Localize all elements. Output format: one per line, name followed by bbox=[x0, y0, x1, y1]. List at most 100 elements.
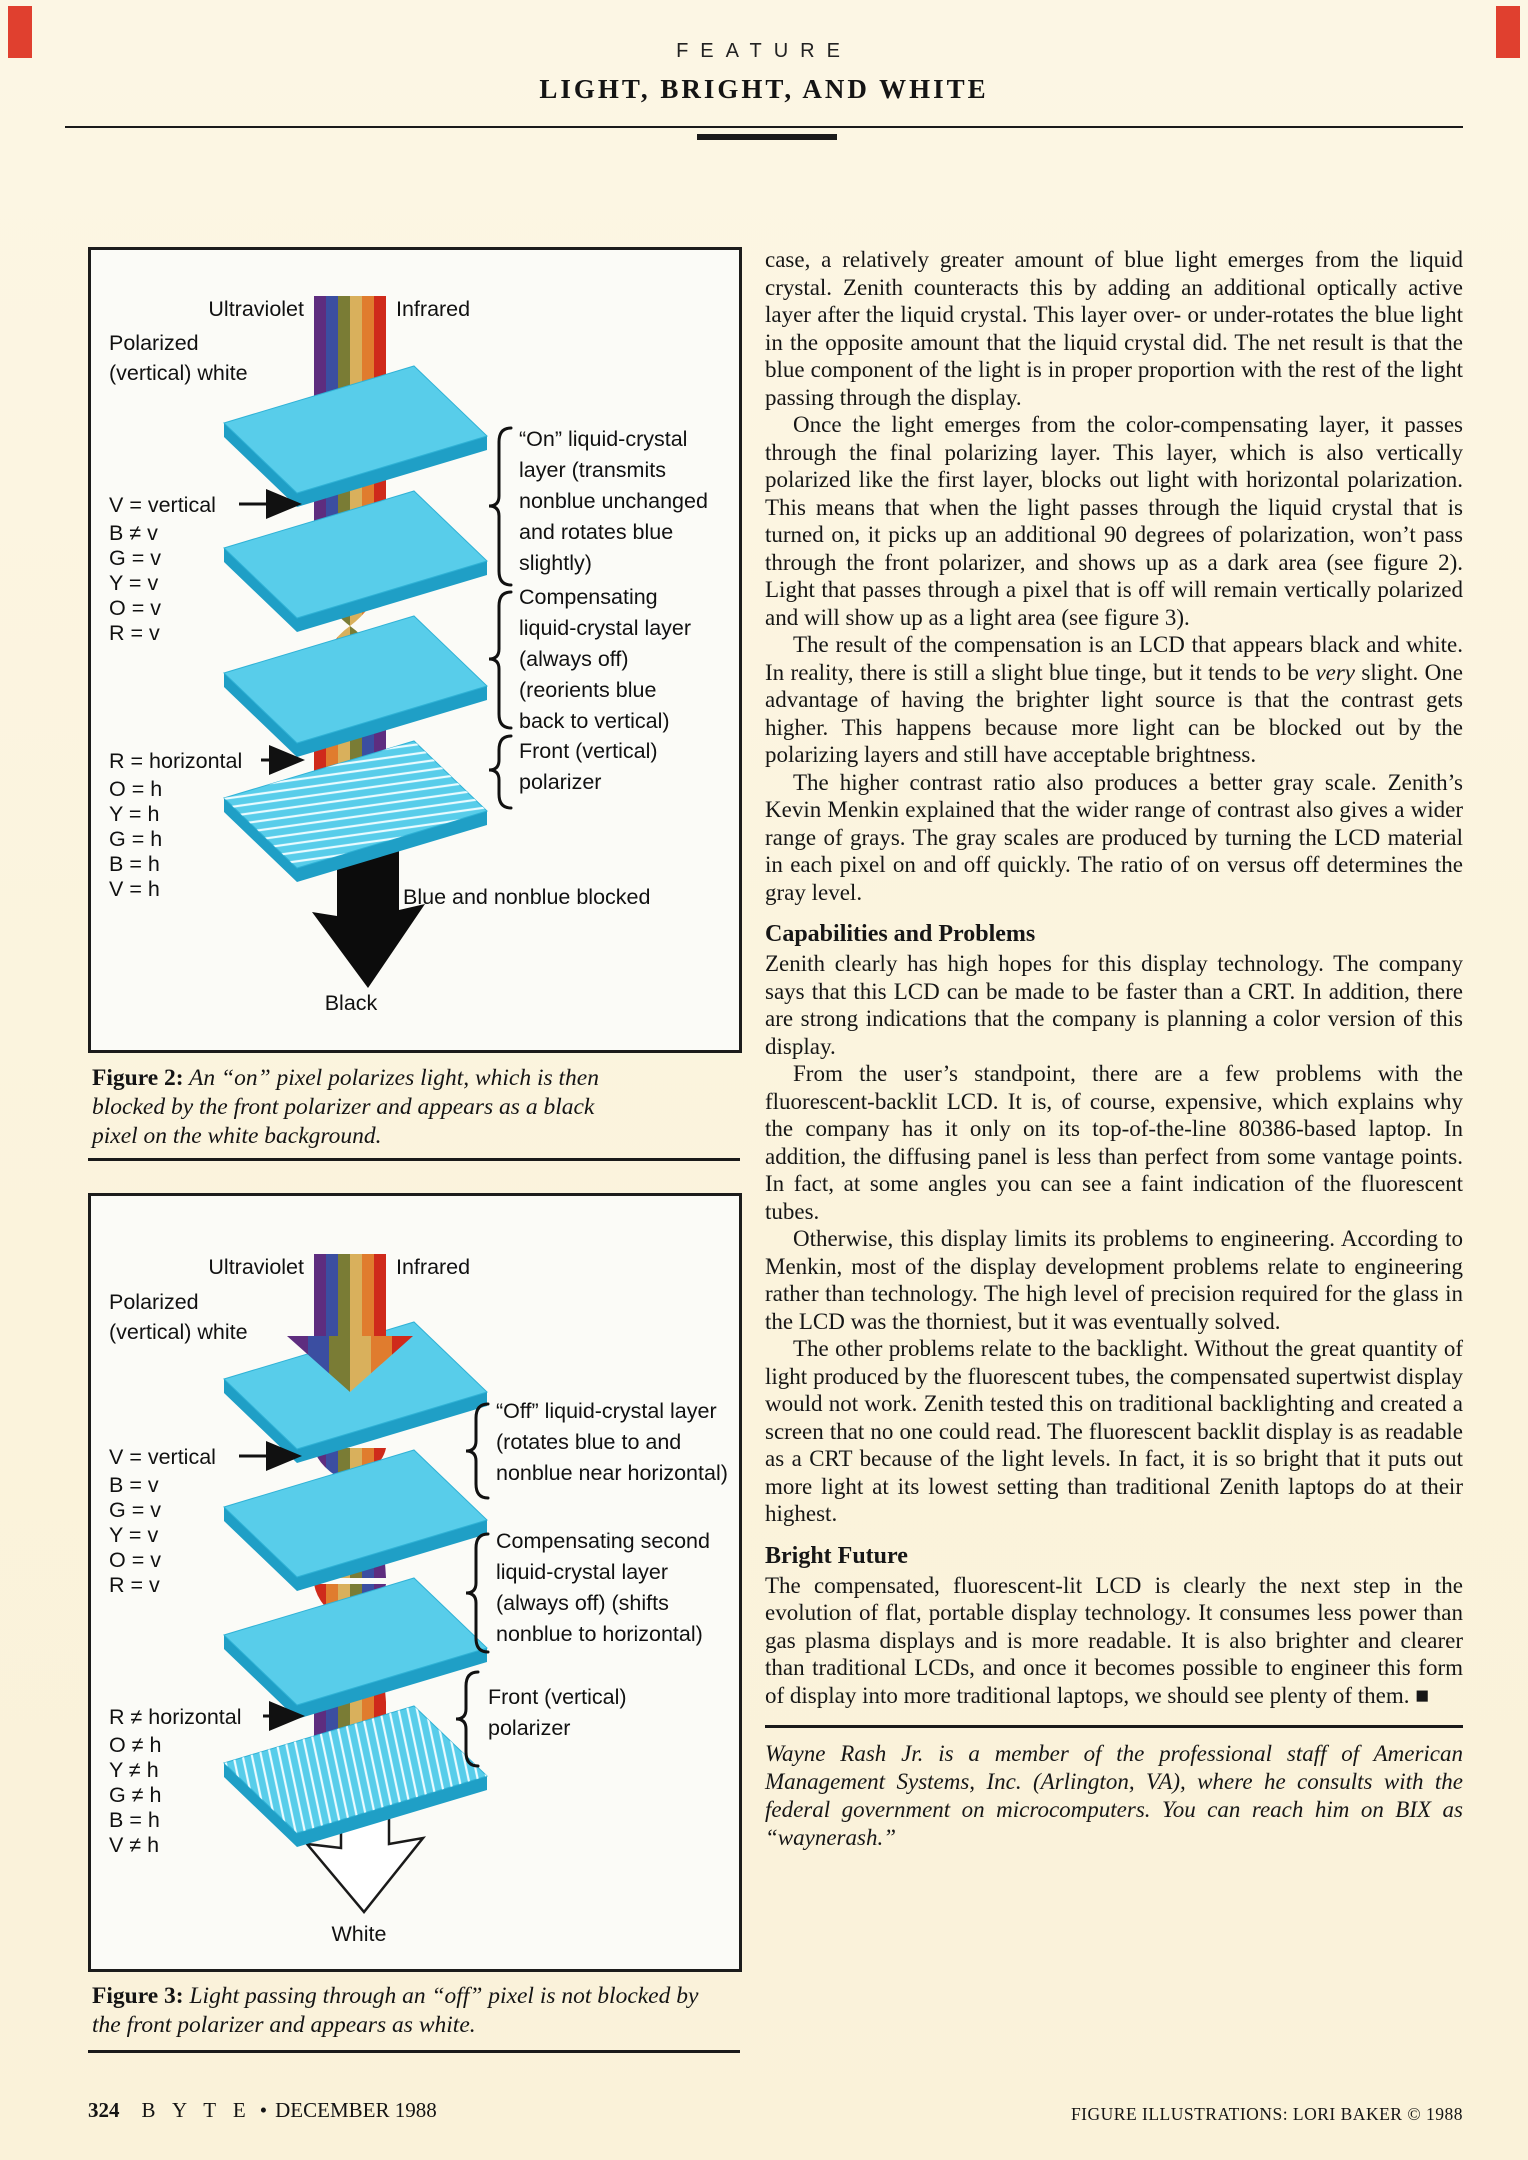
comp-layer-line-2: liquid-crystal layer bbox=[496, 1560, 668, 1584]
label-white-result: White bbox=[332, 1922, 387, 1946]
comp-layer-line-4: nonblue to horizontal) bbox=[496, 1622, 703, 1646]
figure-2-panel: Ultraviolet Infrared Polarized (vertical… bbox=[88, 247, 742, 1053]
label-infrared: Infrared bbox=[396, 1255, 470, 1279]
label-g: G = v bbox=[109, 546, 161, 570]
paragraph: The compensated, fluorescent-lit LCD is … bbox=[765, 1572, 1463, 1708]
label-polarized-2: (vertical) white bbox=[109, 1320, 248, 1344]
paragraph: Once the light emerges from the color-co… bbox=[765, 412, 1463, 630]
figure-3-caption-text: Light passing through an “off” pixel is … bbox=[92, 1983, 699, 2038]
paragraph-text: The result of the compensation is an LCD… bbox=[765, 632, 1463, 685]
off-layer-line-1: “Off” liquid-crystal layer bbox=[496, 1399, 717, 1423]
comp-layer-line-3: (always off) (shifts bbox=[496, 1591, 669, 1615]
label-b: B ≠ v bbox=[109, 521, 158, 545]
brace-front-polarizer bbox=[455, 1670, 480, 1768]
front-polarizer-texture bbox=[224, 1706, 487, 1833]
label-b-h: B = h bbox=[109, 1808, 160, 1832]
comp-layer-line-1: Compensating second bbox=[496, 1529, 710, 1553]
header-rule bbox=[65, 126, 1463, 128]
label-ultraviolet: Ultraviolet bbox=[208, 1255, 304, 1279]
rear-polarizer-side bbox=[224, 1379, 487, 1463]
page-title: LIGHT, BRIGHT, AND WHITE bbox=[539, 74, 989, 104]
brace-front-polarizer bbox=[488, 734, 513, 810]
paragraph: Zenith clearly has high hopes for this d… bbox=[765, 951, 1463, 1059]
on-layer-line-2: layer (transmits bbox=[519, 458, 666, 482]
figure-2-caption-label: Figure 2: bbox=[92, 1065, 184, 1091]
label-v-h: V = h bbox=[109, 877, 160, 901]
comp-layer-line-3: (always off) bbox=[519, 647, 629, 671]
paragraph: The higher contrast ratio also produces … bbox=[765, 769, 1463, 905]
figure-2-divider bbox=[88, 1158, 740, 1161]
article-column: case, a relatively greater amount of blu… bbox=[765, 246, 1463, 1852]
label-r-horizontal: R ≠ horizontal bbox=[109, 1705, 242, 1729]
compensating-layer-side bbox=[224, 1635, 487, 1719]
on-layer-line-5: slightly) bbox=[519, 551, 592, 575]
figure-2-caption: Figure 2: An “on” pixel polarizes light,… bbox=[92, 1064, 612, 1151]
label-polarized-2: (vertical) white bbox=[109, 361, 248, 385]
label-y: Y = v bbox=[109, 571, 158, 595]
on-layer-line-1: “On” liquid-crystal bbox=[519, 427, 687, 451]
lcd-layer-plate bbox=[223, 490, 488, 619]
brace-on-layer bbox=[488, 426, 513, 587]
comp-layer-line-4: (reorients blue bbox=[519, 678, 656, 702]
figure-3-illustration: Ultraviolet Infrared Polarized (vertical… bbox=[109, 1254, 728, 1946]
label-ultraviolet: Ultraviolet bbox=[208, 297, 304, 321]
figure-2-caption-text: An “on” pixel polarizes light, which is … bbox=[92, 1065, 599, 1149]
label-v-vertical: V = vertical bbox=[109, 1445, 216, 1469]
magazine-name: B Y T E bbox=[141, 2098, 252, 2122]
figure-3-caption: Figure 3: Light passing through an “off”… bbox=[92, 1982, 704, 2040]
figure-3-caption-label: Figure 3: bbox=[92, 1983, 184, 2009]
section-kicker: FEATURE bbox=[676, 40, 852, 62]
front-polarizer-side bbox=[224, 798, 487, 882]
front-polarizer-texture bbox=[224, 741, 487, 868]
section-heading-bright-future: Bright Future bbox=[765, 1542, 908, 1569]
incoming-rainbow-arrow bbox=[287, 1254, 413, 1392]
black-blocked-arrow bbox=[312, 834, 425, 988]
label-r: R = v bbox=[109, 1573, 160, 1597]
label-y-h: Y ≠ h bbox=[109, 1758, 159, 1782]
bio-divider bbox=[765, 1725, 1463, 1728]
author-bio: Wayne Rash Jr. is a member of the profes… bbox=[765, 1741, 1463, 1850]
label-r-horizontal: R = horizontal bbox=[109, 749, 242, 773]
brace-compensating-layer bbox=[488, 590, 513, 730]
brace-compensating-layer bbox=[465, 1532, 490, 1654]
figure-3-labels: Ultraviolet Infrared Polarized (vertical… bbox=[109, 1255, 728, 1946]
label-o: O = v bbox=[109, 596, 161, 620]
figure-3-divider bbox=[88, 2050, 740, 2053]
label-b: B = v bbox=[109, 1473, 159, 1497]
compensating-layer-plate bbox=[223, 1577, 488, 1706]
brace-off-layer bbox=[465, 1402, 490, 1500]
rear-polarizer-side bbox=[224, 423, 487, 507]
paragraph: Otherwise, this display limits its probl… bbox=[765, 1226, 1463, 1334]
label-blocked: Blue and nonblue blocked bbox=[403, 885, 650, 909]
label-black-result: Black bbox=[325, 991, 378, 1015]
front-polarizer-line-1: Front (vertical) bbox=[519, 739, 658, 763]
label-o-h: O ≠ h bbox=[109, 1733, 161, 1757]
label-g: G = v bbox=[109, 1498, 161, 1522]
lcd-layer-side bbox=[224, 548, 487, 632]
paragraph: case, a relatively greater amount of blu… bbox=[765, 247, 1463, 410]
figure-2-labels: Ultraviolet Infrared Polarized (vertical… bbox=[109, 297, 708, 1015]
illustration-credit: FIGURE ILLUSTRATIONS: LORI BAKER © 1988 bbox=[1070, 2104, 1463, 2124]
front-polarizer-line-1: Front (vertical) bbox=[488, 1685, 627, 1709]
issue-date: DECEMBER 1988 bbox=[275, 2098, 437, 2122]
off-layer-line-2: (rotates blue to and bbox=[496, 1430, 681, 1454]
page-number: 324 bbox=[88, 2098, 120, 2122]
beam-twist-bulb-1 bbox=[314, 1448, 386, 1484]
label-r: R = v bbox=[109, 621, 160, 645]
scan-mark-left bbox=[8, 6, 32, 58]
label-polarized-1: Polarized bbox=[109, 331, 199, 355]
label-v-vertical: V = vertical bbox=[109, 493, 216, 517]
compensating-layer-plate bbox=[223, 615, 488, 744]
label-o-h: O = h bbox=[109, 777, 162, 801]
scan-mark-right bbox=[1496, 6, 1520, 58]
lcd-layer-plate bbox=[223, 1449, 488, 1578]
label-y-h: Y = h bbox=[109, 802, 159, 826]
paragraph: The result of the compensation is an LCD… bbox=[765, 631, 1463, 769]
paragraph-text: slight. One advantage of having the brig… bbox=[765, 659, 1463, 768]
label-y: Y = v bbox=[109, 1523, 158, 1547]
on-layer-line-3: nonblue unchanged bbox=[519, 489, 708, 513]
section-heading-capabilities: Capabilities and Problems bbox=[765, 921, 1036, 947]
label-o: O = v bbox=[109, 1548, 161, 1572]
